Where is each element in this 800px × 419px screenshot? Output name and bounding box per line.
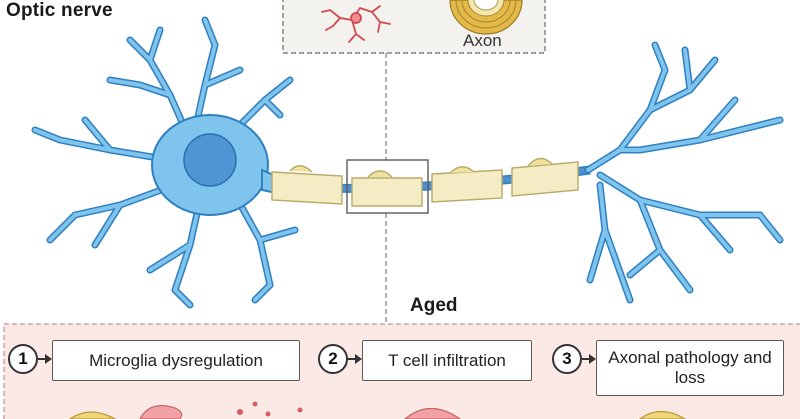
step-1-box: Microglia dysregulation <box>52 340 300 381</box>
step-2-arrow-tip <box>355 354 362 364</box>
left-neuron-nucleus <box>183 133 237 187</box>
step-1-arrow-tip <box>45 354 52 364</box>
step-3-number: 3 <box>552 344 582 374</box>
optic-nerve-title: Optic nerve <box>6 0 113 21</box>
step-1-arrow <box>38 358 46 360</box>
step-3-box: Axonal pathology and loss <box>596 340 784 396</box>
axon-label: Axon <box>463 31 502 50</box>
step-1-number: 1 <box>8 344 38 374</box>
step-2-text: T cell infiltration <box>388 350 506 370</box>
aged-label: Aged <box>410 295 458 316</box>
step-1-text: Microglia dysregulation <box>89 350 263 370</box>
step-2-number: 2 <box>318 344 348 374</box>
microglia-icon <box>321 5 391 43</box>
myelin-sheaths <box>271 157 579 207</box>
step-3-arrow <box>582 358 590 360</box>
step-2-arrow <box>348 358 356 360</box>
axon-zoom-frame <box>346 159 429 214</box>
step-3-text: Axonal pathology and loss <box>608 348 772 387</box>
right-neuron <box>584 41 784 304</box>
step-2-box: T cell infiltration <box>362 340 532 381</box>
left-neuron <box>31 16 299 309</box>
axon-cross-section-icon <box>449 0 523 35</box>
step-3-arrow-tip <box>589 354 596 364</box>
